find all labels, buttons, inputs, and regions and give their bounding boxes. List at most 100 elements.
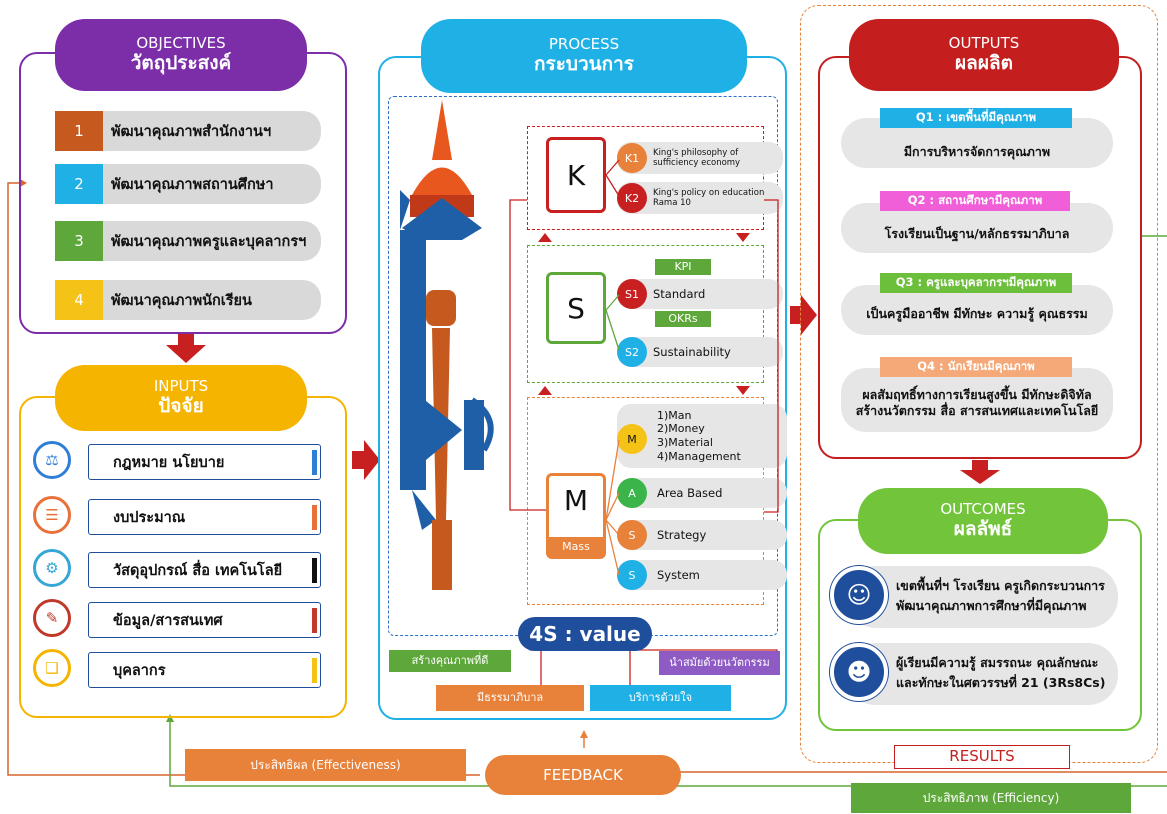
- feedback-text: FEEDBACK: [543, 766, 623, 784]
- output-text-q1: มีการบริหารจัดการคุณภาพ: [841, 144, 1113, 160]
- technology-icon: ⚙: [33, 549, 71, 587]
- value-label: มีธรรมาภิบาล: [476, 691, 544, 704]
- inputs-to-process-arrow: [364, 440, 380, 480]
- process-to-outputs-arrow: [801, 295, 817, 335]
- s-letter-box: S: [546, 272, 606, 344]
- outcomes-title-en: OUTCOMES: [940, 500, 1026, 519]
- results-label: RESULTS: [894, 745, 1070, 769]
- output-tag-q3: Q3 : ครูและบุคลากรฯมีคุณภาพ: [880, 273, 1072, 293]
- k-letter: K: [566, 158, 586, 192]
- kpi-label: KPI: [674, 260, 692, 273]
- outcomes-header: OUTCOMES ผลลัพธ์: [858, 488, 1108, 554]
- m-strategy-label: Strategy: [657, 528, 707, 542]
- input-item: ข้อมูล/สารสนเทศ: [88, 602, 321, 638]
- output-item-q4: [841, 368, 1113, 432]
- ksm-logo: [400, 100, 494, 590]
- input-item: บุคลากร: [88, 652, 321, 688]
- objective-label: พัฒนาคุณภาพสำนักงานฯ: [111, 123, 272, 140]
- arrow-shaft: [790, 306, 801, 324]
- s-m-down-arrow: [736, 386, 750, 395]
- output-tag-label: Q1 : เขตพื้นที่มีคุณภาพ: [915, 110, 1037, 124]
- outcome-item-2: ผู้เรียนมีความรู้ สมรรถนะ คุณลักษณะ และท…: [846, 643, 1118, 705]
- objective-number: 1: [55, 111, 103, 151]
- outcome-text: เขตพื้นที่ฯ โรงเรียน ครูเกิดกระบวนการ พั…: [896, 576, 1118, 616]
- m-area-label: Area Based: [657, 486, 723, 500]
- input-label: งบประมาณ: [113, 509, 186, 526]
- process-title-th: กระบวนการ: [533, 52, 634, 75]
- k2-label: King's policy on education Rama 10: [653, 187, 765, 208]
- m-system-badge: S: [617, 560, 647, 590]
- k-s-up-arrow: [538, 233, 552, 242]
- k2-badge: K2: [617, 183, 647, 213]
- m-area-code: A: [628, 486, 636, 500]
- input-color-bar: [312, 608, 317, 633]
- m-man-label: 1)Man 2)Money 3)Material 4)Management: [657, 408, 741, 463]
- teacher-avatar-icon: ☺: [830, 566, 888, 624]
- input-item: กฎหมาย นโยบาย: [88, 444, 321, 480]
- output-text: มีการบริหารจัดการคุณภาพ: [903, 144, 1051, 159]
- outputs-title-en: OUTPUTS: [948, 34, 1020, 53]
- efficiency-label: ประสิทธิภาพ (Efficiency): [851, 783, 1131, 813]
- icon-glyph: ☰: [45, 506, 59, 524]
- m-system-label: System: [657, 568, 700, 582]
- output-tag-label: Q3 : ครูและบุคลากรฯมีคุณภาพ: [895, 275, 1057, 289]
- icon-glyph: ⚖: [45, 451, 59, 469]
- inputs-title-en: INPUTS: [153, 377, 209, 396]
- m-man-badge: M: [617, 424, 647, 454]
- outcome-text-1: เขตพื้นที่ฯ โรงเรียน ครูเกิดกระบวนการ พั…: [896, 578, 1105, 613]
- output-item-q2: [841, 203, 1113, 253]
- value-item-service: บริการด้วยใจ: [590, 685, 731, 711]
- output-tag-label: Q4 : นักเรียนมีคุณภาพ: [917, 359, 1035, 373]
- m-strategy-code: S: [628, 528, 636, 542]
- k1-label: King's philosophy of sufficiency economy: [653, 147, 741, 168]
- icon-glyph: ⚙: [45, 559, 59, 577]
- input-color-bar: [312, 658, 317, 683]
- k2-item: King's policy on education Rama 10: [617, 182, 783, 214]
- information-icon: ✎: [33, 599, 71, 637]
- output-text: ผลสัมฤทธิ์ทางการเรียนสูงขึ้น มีทักษะดิจิ…: [855, 387, 1099, 419]
- m-man-code: M: [627, 432, 637, 446]
- s1-code: S1: [625, 287, 639, 301]
- objective-item-1: 1 พัฒนาคุณภาพสำนักงานฯ: [55, 111, 321, 151]
- icon-glyph: ✎: [45, 609, 59, 627]
- objective-number: 2: [55, 164, 103, 204]
- input-label: ข้อมูล/สารสนเทศ: [113, 612, 223, 629]
- input-item: วัสดุอุปกรณ์ สื่อ เทคโนโลยี: [88, 552, 321, 588]
- output-text-q2: โรงเรียนเป็นฐาน/หลักธรรมาภิบาล: [841, 226, 1113, 242]
- s1-label: Standard: [653, 287, 706, 301]
- input-color-bar: [312, 505, 317, 530]
- inputs-header: INPUTS ปัจจัย: [55, 365, 307, 431]
- outputs-header: OUTPUTS ผลผลิต: [849, 19, 1119, 91]
- s-letter: S: [567, 291, 585, 325]
- objectives-to-inputs-arrow: [166, 345, 206, 363]
- m-mass-label: Mass: [562, 540, 590, 553]
- objectives-title-th: วัตถุประสงค์: [130, 51, 232, 74]
- student-avatar-icon: ☻: [830, 643, 888, 701]
- okrs-tag: OKRs: [655, 311, 711, 327]
- objectives-title-en: OBJECTIVES: [136, 34, 226, 53]
- outputs-to-outcomes-arrow: [960, 470, 1000, 484]
- k-section: [527, 126, 764, 230]
- objective-number: 4: [55, 280, 103, 320]
- arrow-shaft: [178, 334, 194, 346]
- objective-item-2: 2 พัฒนาคุณภาพสถานศึกษา: [55, 164, 321, 204]
- input-color-bar: [312, 450, 317, 475]
- output-tag-q1: Q1 : เขตพื้นที่มีคุณภาพ: [880, 108, 1072, 128]
- output-text: เป็นครูมืออาชีพ มีทักษะ ความรู้ คุณธรรม: [866, 306, 1088, 321]
- law-document-icon: ⚖: [33, 441, 71, 479]
- feedback-label: FEEDBACK: [485, 755, 681, 795]
- effectiveness-label: ประสิทธิผล (Effectiveness): [185, 749, 466, 781]
- outcome-text: ผู้เรียนมีความรู้ สมรรถนะ คุณลักษณะ และท…: [896, 653, 1118, 693]
- m-strategy-badge: S: [617, 520, 647, 550]
- input-label: วัสดุอุปกรณ์ สื่อ เทคโนโลยี: [113, 562, 283, 579]
- okrs-label: OKRs: [668, 312, 698, 325]
- outputs-title-th: ผลผลิต: [955, 51, 1013, 74]
- k-letter-box: K: [546, 137, 606, 213]
- value-label: สร้างคุณภาพที่ดี: [411, 654, 489, 667]
- s1-badge: S1: [617, 279, 647, 309]
- objective-item-4: 4 พัฒนาคุณภาพนักเรียน: [55, 280, 321, 320]
- outcomes-title-th: ผลลัพธ์: [953, 517, 1013, 540]
- output-tag-label: Q2 : สถานศึกษามีคุณภาพ: [907, 193, 1043, 207]
- value-item-innovation: นำสมัยด้วยนวัตกรรม: [659, 651, 780, 675]
- value-item-governance: มีธรรมาภิบาล: [436, 685, 584, 711]
